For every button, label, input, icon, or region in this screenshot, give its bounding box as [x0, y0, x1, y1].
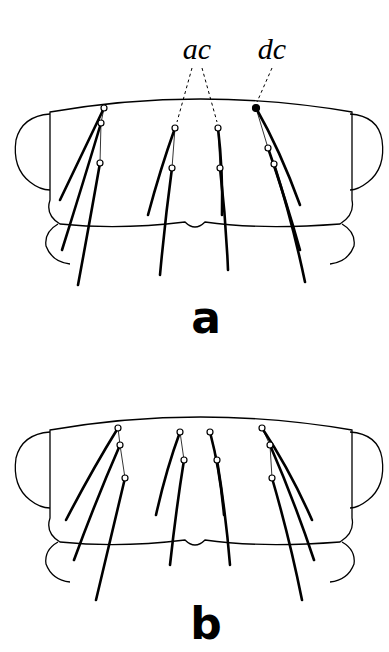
bristle-label: dc	[258, 34, 286, 64]
bristles-a	[60, 108, 305, 285]
figure-letter: b	[190, 602, 222, 646]
bristles-b	[66, 428, 314, 600]
bristle-links-b	[118, 428, 272, 478]
leader-lines	[177, 68, 272, 122]
thorax-outline-b	[15, 417, 382, 582]
thorax-outline-a	[15, 99, 382, 264]
bristle-links-a	[100, 108, 274, 168]
bristle-label: ac	[183, 34, 211, 64]
sockets-b	[115, 425, 275, 481]
sockets-a	[97, 105, 277, 172]
figure-letter: a	[191, 296, 221, 340]
